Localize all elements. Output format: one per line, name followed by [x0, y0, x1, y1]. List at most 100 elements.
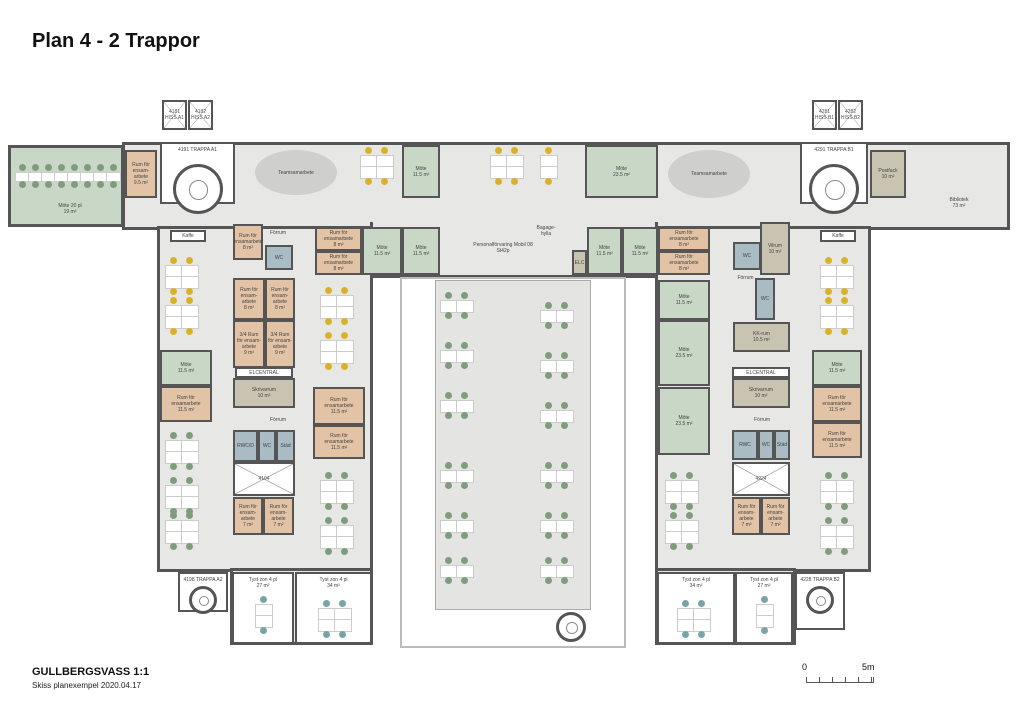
chair-icon [545, 462, 552, 469]
room-name: Rum för ensamarbete [822, 395, 852, 407]
lift-shaft: 4194 [233, 462, 295, 496]
chair-icon [186, 512, 193, 519]
room-name: Möte [634, 245, 646, 251]
room-name: 4224 [755, 476, 767, 482]
room-name: Rum för ensam-arbete [132, 162, 150, 180]
room-name: Möte [598, 245, 611, 251]
chair-icon [109, 164, 117, 171]
chair-icon [170, 297, 177, 304]
lift-shaft: 4281 HISS B1 [812, 100, 837, 130]
chair-icon [445, 482, 452, 489]
room: Bagage-hylla [537, 222, 556, 240]
chair-icon [445, 392, 452, 399]
room-area: 10 m² [257, 393, 271, 399]
chair-icon [461, 292, 468, 299]
chair-icon [561, 557, 568, 564]
room-name: RWC [739, 442, 751, 448]
room-name: Rum för ensamarbete [323, 254, 354, 266]
room-area: 9 m² [244, 350, 254, 356]
chair-icon [170, 463, 177, 470]
room-name: Rum för ensam-arbete [766, 504, 785, 522]
room-name: Personalförvaring Mobil 08 St42p [473, 242, 533, 254]
room-area: 34 m² [327, 583, 340, 589]
chair-icon [170, 432, 177, 439]
room-name: Tyst zon 4 pl [248, 577, 278, 583]
chair-icon [686, 543, 693, 550]
room-area: 10 m² [768, 248, 782, 255]
chair-icon [96, 181, 104, 188]
room-name: Teamsamarbete [278, 169, 314, 176]
room-name: Förrum [269, 417, 287, 423]
chair-icon [323, 631, 330, 638]
room-name: Möte [831, 362, 843, 368]
chair-icon [325, 363, 332, 370]
room-area: 11.5 m² [373, 251, 391, 257]
chair-icon [841, 472, 848, 479]
chair-icon [825, 548, 832, 555]
chair-icon [325, 332, 332, 339]
chair-icon [445, 512, 452, 519]
room-name: Bibliotek [949, 196, 969, 203]
chair-icon [825, 503, 832, 510]
room-name: 4181 HISS A1 [165, 109, 184, 121]
room-name: 4198 TRAPPA A2 [183, 577, 223, 583]
room: ELC [572, 250, 587, 275]
room-name: Kaffe [832, 233, 844, 239]
chair-icon [445, 292, 452, 299]
room-area: 23.5 m² [613, 171, 630, 178]
room-name: RWC/D [237, 443, 254, 449]
chair-icon [545, 422, 552, 429]
chair-icon [461, 342, 468, 349]
chair-icon [841, 503, 848, 510]
room-area: 8 m² [679, 266, 689, 272]
scale-bar [806, 677, 874, 683]
chair-icon [260, 596, 267, 603]
room-name: ELCENTRAL [249, 369, 279, 376]
room-name: Rum för ensamarbete [669, 254, 699, 266]
chair-icon [341, 332, 348, 339]
room-name: Rum för ensam-arbete [240, 287, 258, 305]
lift-shaft: 4181 HISS A1 [162, 100, 187, 130]
open-office-floor [435, 280, 591, 610]
room-area: 10 m² [754, 393, 768, 399]
chair-icon [170, 543, 177, 550]
room-area: 11.5 m² [828, 407, 846, 413]
chair-icon [170, 512, 177, 519]
chair-icon [341, 318, 348, 325]
chair-icon [461, 557, 468, 564]
chair-icon [461, 412, 468, 419]
room-area: 8 m² [333, 242, 344, 248]
chair-icon [825, 328, 832, 335]
room-name: Tyst zon 4 pl [681, 577, 711, 583]
room-name: Möte [615, 165, 628, 172]
room-name: WC [760, 296, 770, 302]
chair-icon [83, 164, 91, 171]
room-area: 8 m² [679, 242, 689, 248]
chair-icon [186, 543, 193, 550]
chair-icon [698, 631, 705, 638]
chair-icon [545, 512, 552, 519]
chair-icon [70, 164, 78, 171]
room: RWC [732, 430, 758, 460]
chair-icon [561, 577, 568, 584]
lift-shaft: 4224 [732, 462, 790, 496]
room-name: Möte [678, 347, 690, 353]
chair-icon [83, 181, 91, 188]
spiral-stair-icon [809, 164, 859, 214]
room-name: Vilrum [767, 242, 783, 249]
room-area: 9 m² [275, 350, 285, 356]
room-name: WC [761, 442, 771, 448]
chair-icon [341, 503, 348, 510]
room-area: 8 m² [275, 305, 285, 311]
